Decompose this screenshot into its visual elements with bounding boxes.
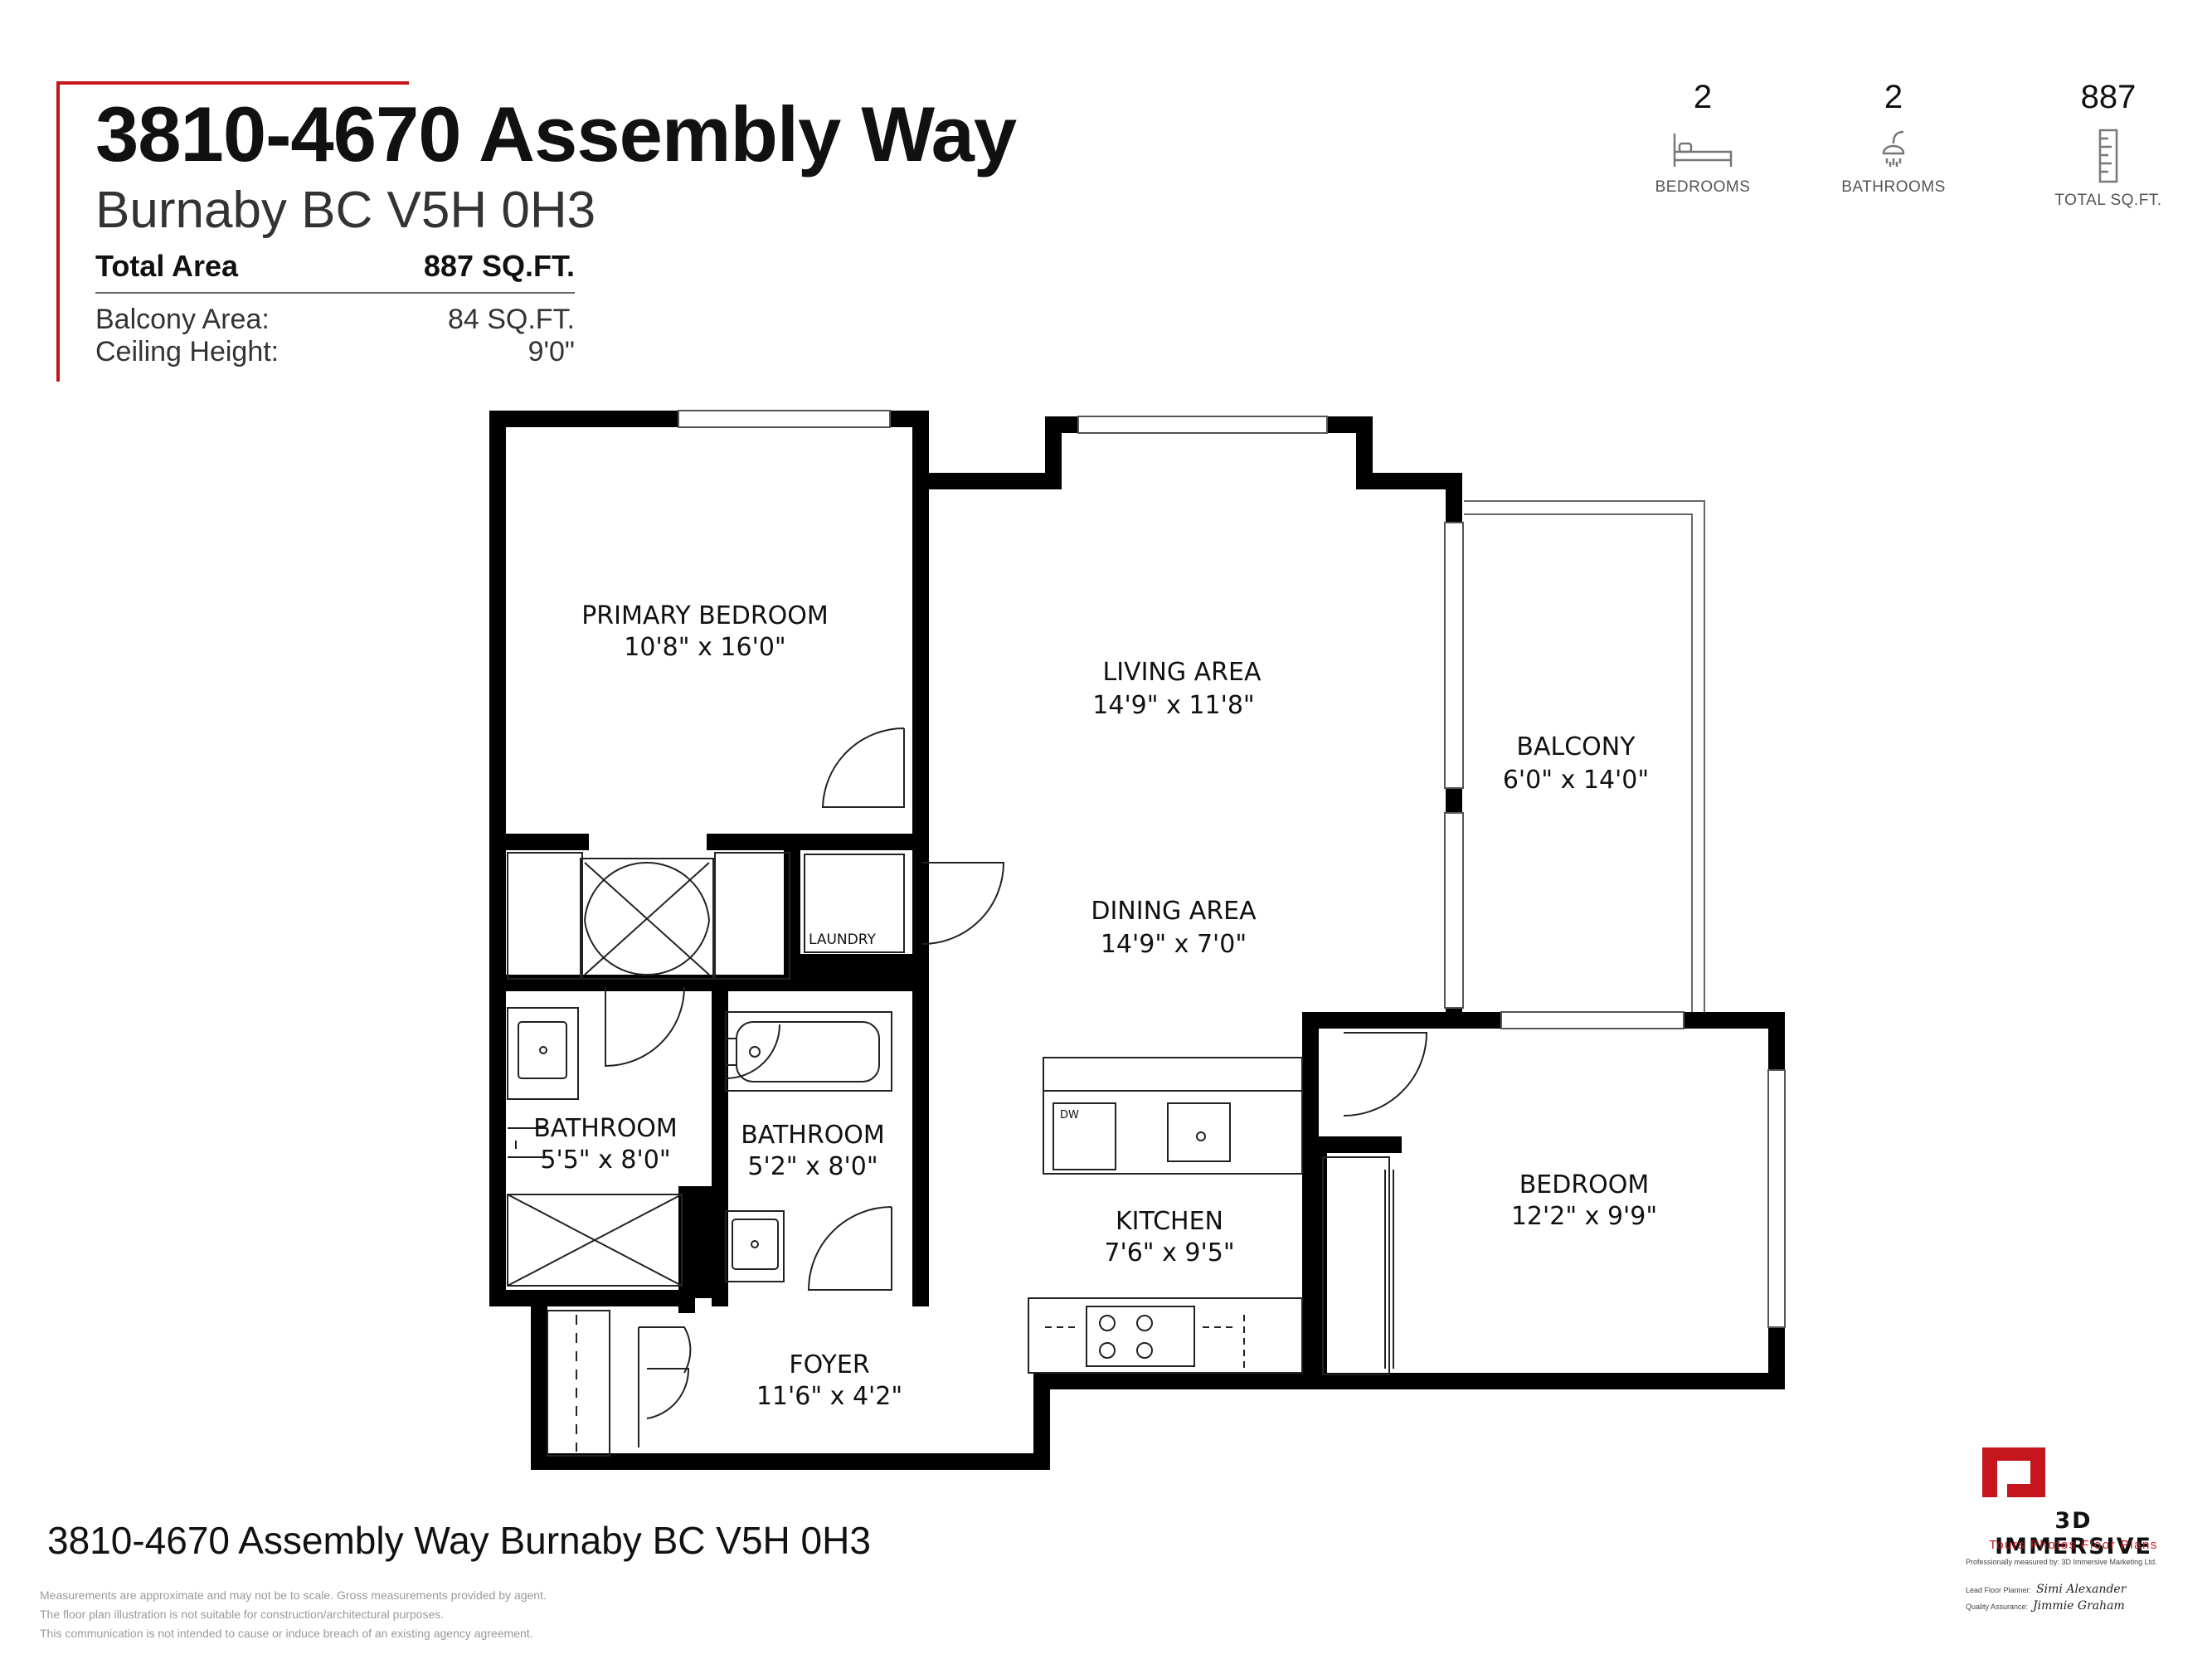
quality-assurance-credit: Quality Assurance: Jimmie Graham [1966, 1599, 2125, 1613]
stat-bedrooms-label: BEDROOMS [1655, 178, 1751, 196]
dishwasher-label: DW [1060, 1109, 1079, 1121]
ceiling-height-label: Ceiling Height: [95, 336, 280, 367]
ceiling-height-value: 9'0" [527, 336, 575, 367]
brand-name: 3D IMMERSIVE [1995, 1508, 2152, 1559]
living-area-name: LIVING AREA [1102, 658, 1261, 687]
ruler-icon [2098, 129, 2118, 183]
total-area-label: Total Area [95, 249, 239, 283]
lead-planner-label: Lead Floor Planner: [1966, 1586, 2032, 1594]
bathroom1-name: BATHROOM [533, 1114, 678, 1143]
living-area-size: 14'9" x 11'8" [1092, 691, 1254, 720]
stat-total-sqft: 887 TOTAL SQ.FT. [2017, 79, 2200, 210]
page-title: 3810-4670 Assembly Way [95, 90, 1017, 178]
balcony-outline [1464, 500, 1705, 1012]
doors [605, 727, 1428, 1447]
bathroom2-size: 5'2" x 8'0" [747, 1152, 878, 1181]
ceiling-height-row: Ceiling Height: 9'0" [95, 336, 575, 368]
kitchen-name: KITCHEN [1116, 1207, 1223, 1236]
dining-area-size: 14'9" x 7'0" [1101, 930, 1247, 959]
brand-tagline: Tours Photos Floor Plans [1989, 1538, 2158, 1552]
brand-measured-by: Professionally measured by: 3D Immersive… [1966, 1558, 2157, 1566]
stat-bathrooms-value: 2 [1884, 79, 1903, 115]
stat-total-sqft-value: 887 [2080, 79, 2137, 115]
balcony-area-label: Balcony Area: [95, 304, 270, 335]
balcony-area-value: 84 SQ.FT. [447, 304, 575, 335]
total-area-value: 887 SQ.FT. [423, 249, 575, 283]
footer-address: 3810-4670 Assembly Way Burnaby BC V5H 0H… [47, 1519, 871, 1562]
balcony-name: BALCONY [1516, 732, 1636, 761]
header-accent-vertical [56, 81, 60, 382]
bathroom1-size: 5'5" x 8'0" [540, 1146, 670, 1175]
bed-icon [1673, 134, 1733, 167]
stat-bathrooms-label: BATHROOMS [1841, 178, 1946, 196]
bedroom-name: BEDROOM [1519, 1170, 1650, 1199]
disclaimer-line: This communication is not intended to ca… [40, 1627, 533, 1640]
balcony-area-row: Balcony Area: 84 SQ.FT. [95, 304, 575, 336]
spec-divider [95, 292, 575, 294]
lead-planner-signature: Simi Alexander [2036, 1583, 2127, 1596]
balcony-size: 6'0" x 14'0" [1503, 766, 1649, 795]
foyer-size: 11'6" x 4'2" [756, 1382, 902, 1411]
laundry-label: LAUNDRY [809, 932, 876, 948]
primary-bedroom-name: PRIMARY BEDROOM [581, 601, 829, 630]
kitchen-size: 7'6" x 9'5" [1104, 1238, 1234, 1267]
closets [507, 852, 1394, 1457]
bedroom-size: 12'2" x 9'9" [1511, 1202, 1657, 1231]
qa-label: Quality Assurance: [1966, 1603, 2029, 1611]
bathroom2-name: BATHROOM [741, 1121, 885, 1150]
brand-logo-icon [1982, 1447, 2045, 1497]
header-accent-line [56, 81, 409, 85]
primary-bedroom-size: 10'8" x 16'0" [624, 633, 785, 662]
total-area-row: Total Area 887 SQ.FT. [95, 249, 575, 284]
stat-total-sqft-label: TOTAL SQ.FT. [2054, 192, 2162, 209]
shower-icon [1882, 130, 1905, 167]
disclaimer-line: Measurements are approximate and may not… [40, 1588, 547, 1602]
stat-bathrooms: 2 BATHROOMS [1802, 79, 1985, 197]
stat-bedrooms: 2 BEDROOMS [1612, 79, 1794, 197]
lead-planner-credit: Lead Floor Planner: Simi Alexander [1966, 1583, 2126, 1596]
kitchen-fixtures [1028, 1057, 1303, 1374]
foyer-name: FOYER [789, 1350, 869, 1379]
windows [678, 410, 1786, 1328]
page-subtitle: Burnaby BC V5H 0H3 [95, 182, 596, 239]
stat-bedrooms-value: 2 [1693, 79, 1713, 115]
bathroom-fixtures [507, 1007, 892, 1287]
dining-area-name: DINING AREA [1091, 897, 1257, 926]
qa-signature: Jimmie Graham [2033, 1599, 2125, 1613]
disclaimer-line: The floor plan illustration is not suita… [40, 1608, 445, 1621]
